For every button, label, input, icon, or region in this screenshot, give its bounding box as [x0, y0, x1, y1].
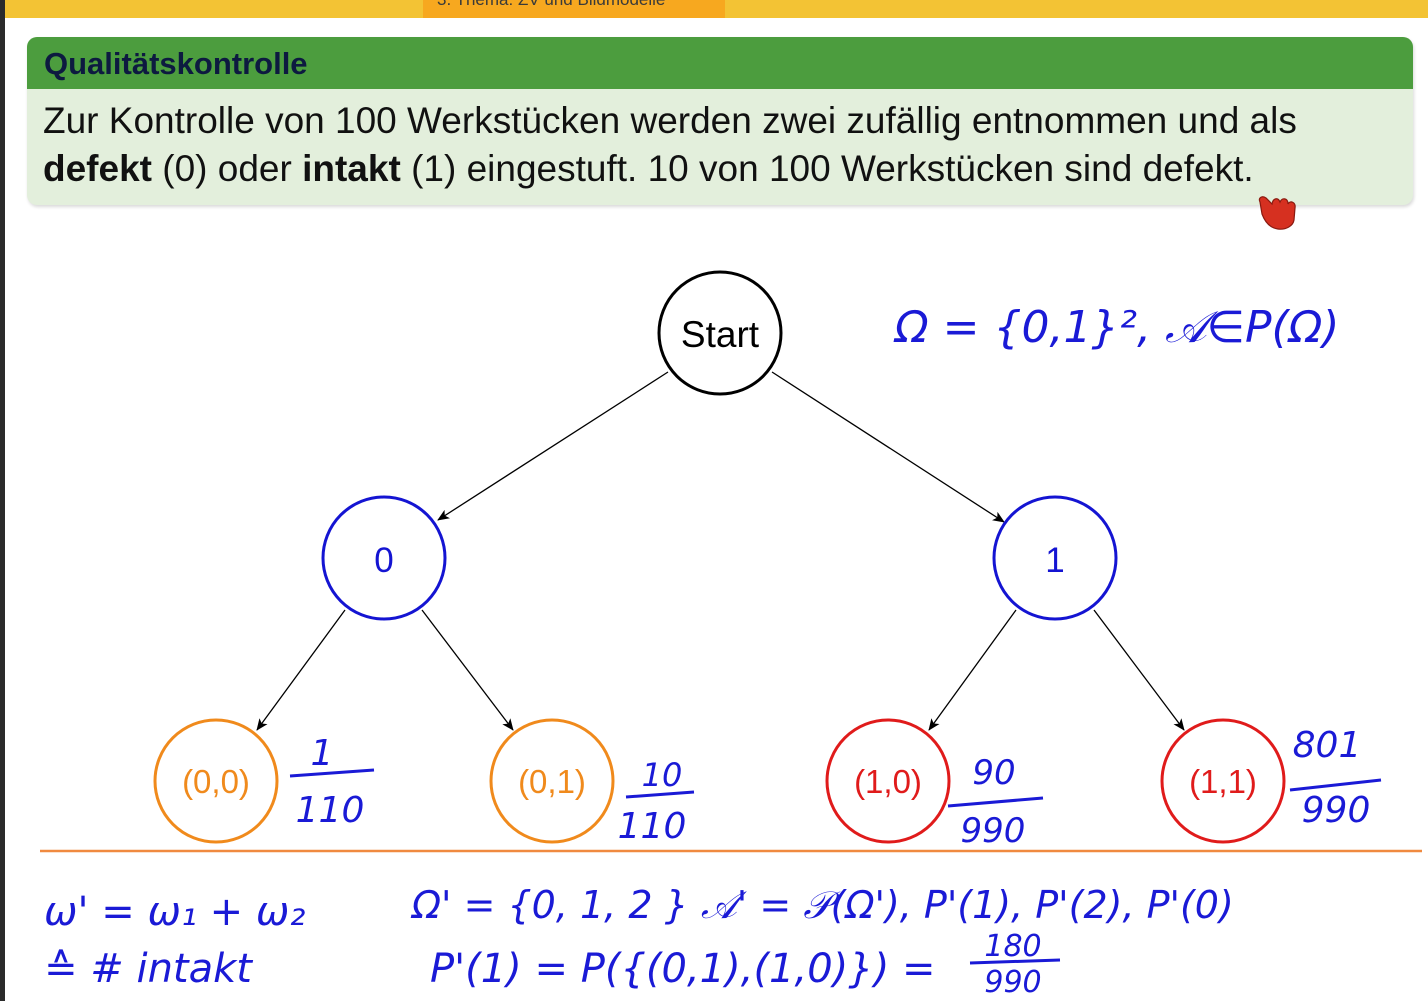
- p-prime-one: P'(1) = P({(0,1),(1,0)}) =: [430, 946, 936, 992]
- block-text-line1: Zur Kontrolle von 100 Werkstücken werden…: [43, 100, 1297, 141]
- edge-0-01: [421, 609, 514, 731]
- frac-01-den: 110: [618, 806, 687, 847]
- frac-00-num: 1: [311, 733, 334, 774]
- frac-11-den: 990: [1302, 790, 1371, 831]
- frac-11-bar: [1289, 778, 1382, 792]
- frac-00-bar: [289, 768, 375, 778]
- slide-section-tab: 3. Thema: ZV und Bildmodelle: [423, 0, 725, 18]
- keyword-defekt: defekt: [43, 148, 152, 189]
- result-frac-num: 180: [984, 929, 1041, 964]
- omega-prime-meaning: ≙ # intakt: [44, 946, 253, 992]
- node-11-label: (1,1): [1189, 763, 1257, 800]
- frac-10-den: 990: [961, 811, 1026, 851]
- frac-11-num: 801: [1293, 725, 1362, 766]
- frac-01-num: 10: [642, 756, 683, 794]
- node-00: [153, 718, 279, 844]
- keyword-intakt: intakt: [302, 148, 401, 189]
- edge-1-10: [928, 609, 1017, 731]
- node-10-label: (1,0): [854, 763, 922, 800]
- node-1: [992, 495, 1118, 621]
- node-start: [657, 270, 783, 396]
- omega-definition: Ω = {0,1}², 𝒜∈P(Ω): [893, 302, 1339, 353]
- block-text-part: (1) eingestuft. 10 von 100 Werkstücken s…: [400, 148, 1254, 189]
- node-11: [1160, 718, 1286, 844]
- block-title: Qualitätskontrolle: [27, 37, 1413, 89]
- node-01-label: (0,1): [518, 763, 586, 800]
- result-frac-bar: [969, 958, 1061, 965]
- hand-pointer-icon: [1258, 196, 1296, 230]
- block-text: Zur Kontrolle von 100 Werkstücken werden…: [27, 89, 1413, 193]
- omega-prime-definition: ω' = ω₁ + ω₂: [44, 889, 305, 935]
- frac-00-den: 110: [296, 790, 365, 831]
- node-start-label: Start: [681, 314, 760, 355]
- node-00-label: (0,0): [182, 763, 250, 800]
- edge-start-0: [437, 371, 669, 521]
- node-01: [489, 718, 615, 844]
- window-left-edge: [0, 0, 5, 1001]
- frac-01-bar: [625, 790, 695, 799]
- edge-1-11: [1093, 609, 1185, 731]
- example-block: Qualitätskontrolle Zur Kontrolle von 100…: [27, 37, 1413, 205]
- node-1-label: 1: [1045, 541, 1064, 580]
- section-title: 3. Thema: ZV und Bildmodelle: [437, 0, 665, 10]
- edge-0-00: [256, 609, 346, 731]
- edge-start-1: [771, 371, 1005, 523]
- node-10: [825, 718, 951, 844]
- result-frac-den: 990: [984, 965, 1041, 1000]
- slide-header-bar: 3. Thema: ZV und Bildmodelle: [5, 0, 1428, 18]
- node-0: [321, 495, 447, 621]
- frac-10-num: 90: [972, 753, 1015, 793]
- node-0-label: 0: [374, 541, 393, 580]
- block-text-part: (0) oder: [151, 148, 303, 189]
- frac-10-bar: [947, 796, 1044, 808]
- omega-prime-set: Ω' = {0, 1, 2 } 𝒜' = 𝒫(Ω'), P'(1), P'(2)…: [410, 883, 1234, 927]
